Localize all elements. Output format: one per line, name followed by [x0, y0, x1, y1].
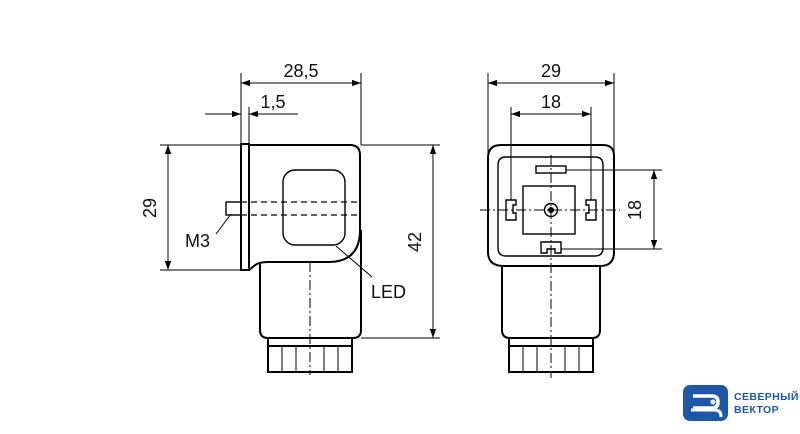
screw-head	[225, 201, 242, 216]
side-body	[248, 144, 361, 271]
pin-right	[585, 199, 597, 221]
dim-flange-thickness: 1,5	[260, 92, 285, 112]
flange-plate	[240, 143, 250, 271]
dim-front-width: 29	[541, 61, 561, 81]
pin-bottom	[540, 241, 562, 254]
brand-name-line2: ВЕКТОР	[734, 404, 779, 416]
side-view	[160, 73, 440, 375]
dim-pin-spacing-vertical: 18	[625, 200, 645, 220]
brand-logo-icon	[683, 385, 728, 421]
pin-left	[505, 199, 517, 221]
dim-side-width: 28,5	[283, 61, 318, 81]
dim-pin-spacing-horizontal: 18	[541, 92, 561, 112]
front-cable-gland	[501, 266, 601, 339]
front-inner-face	[497, 156, 604, 257]
label-m3: M3	[185, 231, 210, 251]
front-view	[480, 73, 662, 378]
brand-name-line1: СЕВЕРНЫЙ	[734, 391, 799, 403]
led-window	[282, 169, 346, 246]
dim-body-height: 29	[140, 198, 160, 218]
label-led: LED	[371, 282, 406, 302]
dim-total-height: 42	[405, 232, 425, 252]
